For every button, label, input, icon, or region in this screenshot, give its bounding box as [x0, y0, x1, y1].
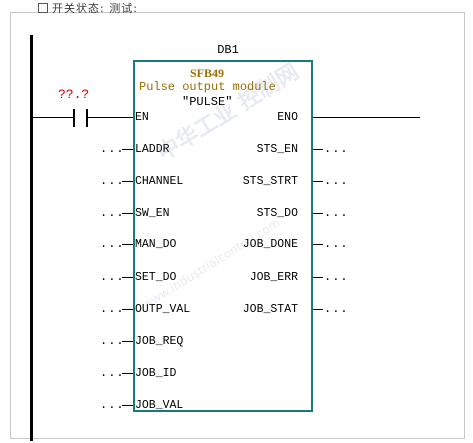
input-pin-man-do: MAN_DO	[135, 238, 177, 251]
output-stub	[313, 213, 323, 214]
output-pin-job-done: JOB_DONE	[242, 238, 298, 251]
input-stub	[122, 309, 133, 310]
input-pin-job-req: JOB_REQ	[135, 335, 184, 348]
input-pin-outp-val: OUTP_VAL	[135, 303, 191, 316]
block-type: SFB49	[190, 66, 225, 80]
input-pin-set-do: SET_DO	[135, 271, 177, 284]
input-stub	[122, 341, 133, 342]
input-param-set-do[interactable]: ...	[100, 270, 125, 284]
input-stub	[122, 405, 133, 406]
input-stub	[122, 277, 133, 278]
instance-db-label[interactable]: DB1	[217, 43, 239, 57]
output-pin-job-err: JOB_ERR	[249, 271, 298, 284]
output-pin-sts-strt: STS_STRT	[242, 175, 298, 188]
en-wire-left	[33, 117, 73, 118]
input-stub	[122, 213, 133, 214]
input-param-man-do[interactable]: ...	[100, 237, 125, 251]
output-pin-eno: ENO	[277, 111, 298, 124]
output-stub	[313, 309, 323, 310]
checkbox-icon	[38, 3, 48, 13]
output-param-job-err[interactable]: ...	[324, 270, 349, 284]
input-param-sw-en[interactable]: ...	[100, 206, 125, 220]
input-stub	[122, 149, 133, 150]
input-param-job-req[interactable]: ...	[100, 334, 125, 348]
output-pin-job-stat: JOB_STAT	[242, 303, 298, 316]
output-param-sts-do[interactable]: ...	[324, 206, 349, 220]
contact-address[interactable]: ??.?	[58, 87, 90, 102]
input-param-outp-val[interactable]: ...	[100, 302, 125, 316]
input-param-laddr[interactable]: ...	[100, 142, 125, 156]
output-pin-sts-do: STS_DO	[256, 207, 298, 220]
input-pin-job-id: JOB_ID	[135, 367, 177, 380]
output-stub	[313, 277, 323, 278]
input-stub	[122, 373, 133, 374]
input-param-job-val[interactable]: ...	[100, 398, 125, 412]
input-pin-sw-en: SW_EN	[135, 207, 170, 220]
en-wire-right	[88, 117, 133, 118]
output-stub	[313, 149, 323, 150]
contact-right-bar[interactable]	[86, 109, 88, 127]
output-pin-sts-en: STS_EN	[256, 143, 298, 156]
output-param-sts-en[interactable]: ...	[324, 142, 349, 156]
output-stub	[313, 181, 323, 182]
input-pin-channel: CHANNEL	[135, 175, 184, 188]
sfb-block-box[interactable]	[133, 60, 313, 412]
power-rail	[30, 35, 33, 441]
input-stub	[122, 181, 133, 182]
output-stub	[313, 244, 323, 245]
block-symbol-name: "PULSE"	[182, 95, 233, 109]
output-param-job-done[interactable]: ...	[324, 237, 349, 251]
input-stub	[122, 244, 133, 245]
eno-wire	[313, 117, 420, 118]
contact-left-bar[interactable]	[73, 109, 75, 127]
input-param-channel[interactable]: ...	[100, 174, 125, 188]
block-description: Pulse output module	[139, 80, 276, 94]
input-pin-laddr: LADDR	[135, 143, 170, 156]
input-pin-job-val: JOB_VAL	[135, 399, 184, 412]
editor-frame	[10, 12, 465, 439]
output-param-sts-strt[interactable]: ...	[324, 174, 349, 188]
network-title-crop: 开关状态: 测试:	[38, 0, 138, 16]
input-param-job-id[interactable]: ...	[100, 366, 125, 380]
network-title-text: 开关状态: 测试:	[52, 2, 138, 15]
input-pin-en: EN	[135, 111, 149, 124]
output-param-job-stat[interactable]: ...	[324, 302, 349, 316]
